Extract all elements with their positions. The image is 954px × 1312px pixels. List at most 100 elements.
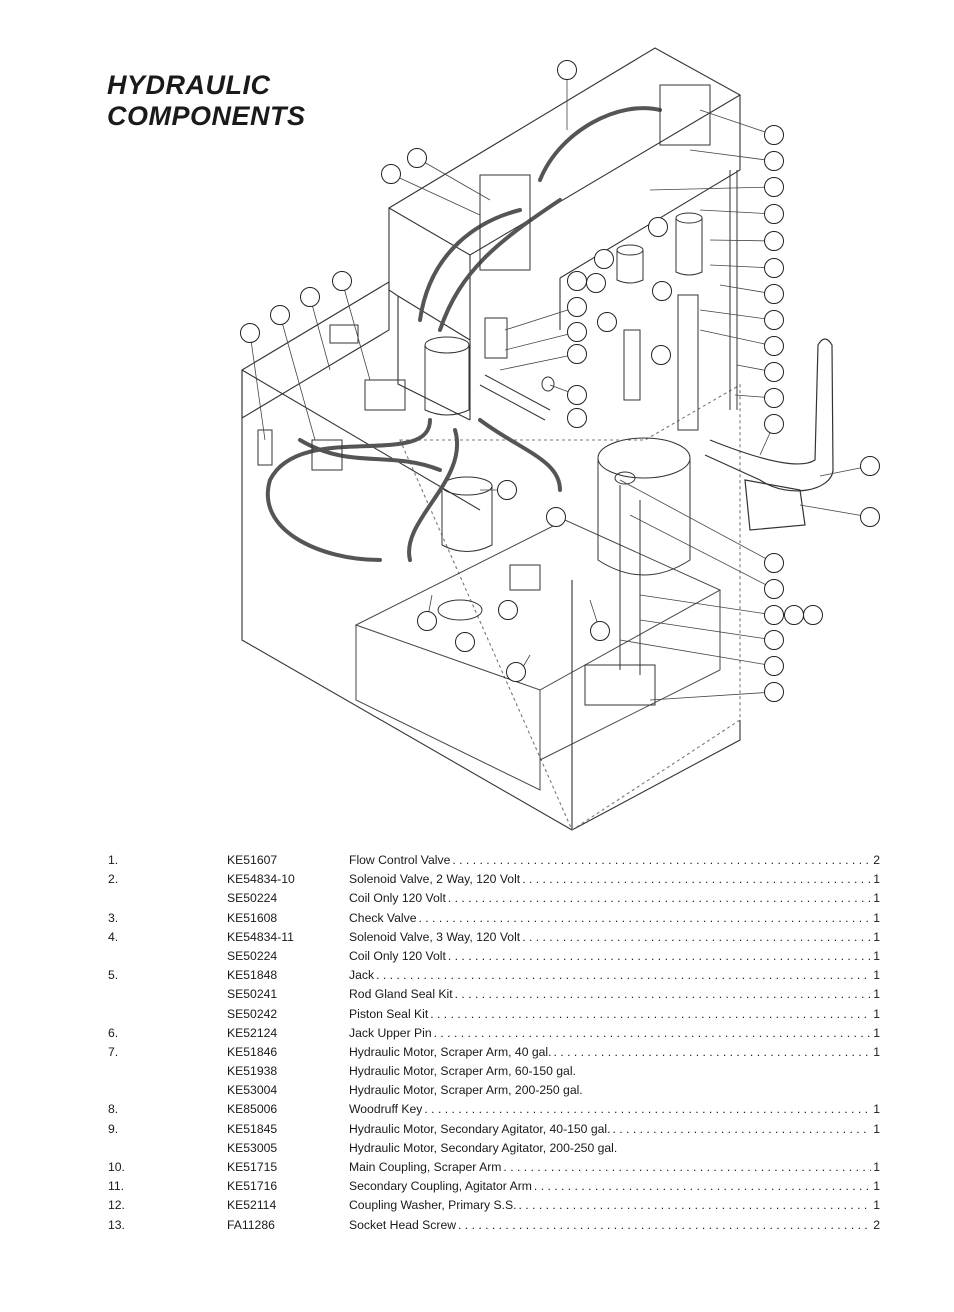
description-cell: Main Coupling, Scraper Arm 1 [349, 1158, 880, 1177]
description-cell: Hydraulic Motor, Secondary Agitator, 40-… [349, 1120, 880, 1139]
quantity: 1 [873, 1006, 880, 1021]
description-cell: Coupling Washer, Primary S.S. 1 [349, 1196, 880, 1215]
quantity: 1 [873, 1044, 880, 1059]
quantity: 1 [873, 1025, 880, 1040]
quantity: 1 [873, 910, 880, 925]
description-cell: Solenoid Valve, 2 Way, 120 Volt1 [349, 870, 880, 889]
dot-leader [434, 1024, 872, 1043]
dot-leader [613, 1120, 872, 1139]
dot-leader [519, 1196, 872, 1215]
gearbox-housing [387, 47, 742, 421]
quantity: 1 [873, 987, 880, 1002]
quantity: 1 [873, 1198, 880, 1213]
item-number: 8. [108, 1102, 119, 1117]
part-description: Piston Seal Kit [349, 1006, 429, 1021]
dot-leader [448, 889, 871, 908]
part-number: KE52114 [227, 1198, 277, 1213]
hydraulic-hoses [265, 106, 662, 562]
item-number: 5. [108, 968, 119, 983]
part-number: KE85006 [227, 1102, 278, 1117]
item-number: 10. [108, 1160, 125, 1174]
page-title: HYDRAULIC COMPONENTS [107, 70, 306, 132]
item-number: 4. [108, 929, 119, 944]
description-cell: Piston Seal Kit 1 [349, 1005, 880, 1024]
quantity: 1 [873, 891, 880, 906]
jack-cylinder [424, 336, 555, 421]
part-description: Flow Control Valve [349, 853, 451, 867]
dot-leader [452, 851, 871, 870]
dot-leader [419, 909, 872, 928]
dot-leader [430, 1005, 871, 1024]
description-cell: Hydraulic Motor, Secondary Agitator, 200… [349, 1139, 880, 1158]
description-cell: Flow Control Valve 2 [349, 851, 880, 870]
electric-motor [584, 437, 691, 706]
part-number: KE51845 [227, 1121, 278, 1136]
dot-leader [424, 1100, 871, 1119]
parts-list-row: 13. FA11286 Socket Head Screw2 [108, 1216, 880, 1235]
cabinet-box [241, 281, 741, 831]
part-number: SE50224 [227, 891, 278, 906]
item-number: 13. [108, 1217, 125, 1232]
dot-leader [376, 966, 871, 985]
quantity: 2 [873, 853, 880, 867]
description-cell: Rod Gland Seal Kit1 [349, 985, 880, 1004]
item-number: 2. [108, 872, 119, 887]
quantity: 2 [873, 1217, 880, 1232]
part-description: Hydraulic Motor, Secondary Agitator, 40-… [349, 1121, 611, 1136]
parts-list-row: 9. KE51845 Hydraulic Motor, Secondary Agit… [108, 1120, 880, 1139]
dot-leader [522, 928, 871, 947]
part-number: KE53004 [227, 1083, 278, 1098]
description-cell: Socket Head Screw2 [349, 1216, 880, 1235]
part-number: FA11286 [227, 1217, 275, 1232]
part-number: KE51846 [227, 1044, 278, 1059]
parts-list-row: SE50224 Coil Only 120 Volt1 [108, 889, 880, 908]
part-number: KE54834-10 [227, 872, 295, 887]
scraper-arm [704, 338, 834, 531]
item-number: 9. [108, 1121, 119, 1136]
part-description: Main Coupling, Scraper Arm [349, 1160, 502, 1174]
part-number: KE52124 [227, 1025, 278, 1040]
callout-circles [240, 60, 880, 702]
part-number: SE50241 [227, 987, 278, 1002]
pump-filter [437, 476, 493, 621]
description-cell: Solenoid Valve, 3 Way, 120 Volt1 [349, 928, 880, 947]
part-description: Hydraulic Motor, Scraper Arm, 40 gal. [349, 1044, 552, 1059]
hydraulic-components-diagram [240, 47, 880, 831]
description-cell: Coil Only 120 Volt1 [349, 889, 880, 908]
description-cell: Secondary Coupling, Agitator Arm1 [349, 1177, 880, 1196]
part-description: Coupling Washer, Primary S.S. [349, 1198, 517, 1213]
part-number: KE54834-11 [227, 929, 294, 944]
part-number: KE51938 [227, 1064, 278, 1079]
fittings [257, 84, 711, 591]
couplings [616, 170, 738, 431]
parts-list-row: SE50241 Rod Gland Seal Kit1 [108, 985, 880, 1004]
dot-leader [455, 985, 872, 1004]
dot-leader [522, 870, 871, 889]
page-title-line-1: HYDRAULIC [107, 70, 271, 100]
item-number: 3. [108, 910, 119, 925]
description-cell: Jack1 [349, 966, 880, 985]
item-number: 6. [108, 1025, 119, 1040]
quantity: 1 [873, 1160, 880, 1174]
reservoir-tank [354, 519, 722, 791]
dot-leader [554, 1043, 872, 1062]
description-cell: Coil Only 120 Volt1 [349, 947, 880, 966]
quantity: 1 [873, 948, 880, 963]
description-cell: Hydraulic Motor, Scraper Arm, 40 gal. 1 [349, 1043, 880, 1062]
part-description: Hydraulic Motor, Scraper Arm, 60-150 gal… [349, 1064, 576, 1079]
quantity: 1 [873, 1102, 880, 1117]
part-number: KE51607 [227, 853, 278, 867]
dot-leader [458, 1216, 871, 1235]
description-cell: Check Valve1 [349, 909, 880, 928]
part-description: Hydraulic Motor, Secondary Agitator, 200… [349, 1140, 618, 1155]
quantity: 1 [873, 968, 880, 983]
part-number: KE51848 [227, 968, 278, 983]
part-number: KE53005 [227, 1140, 278, 1155]
